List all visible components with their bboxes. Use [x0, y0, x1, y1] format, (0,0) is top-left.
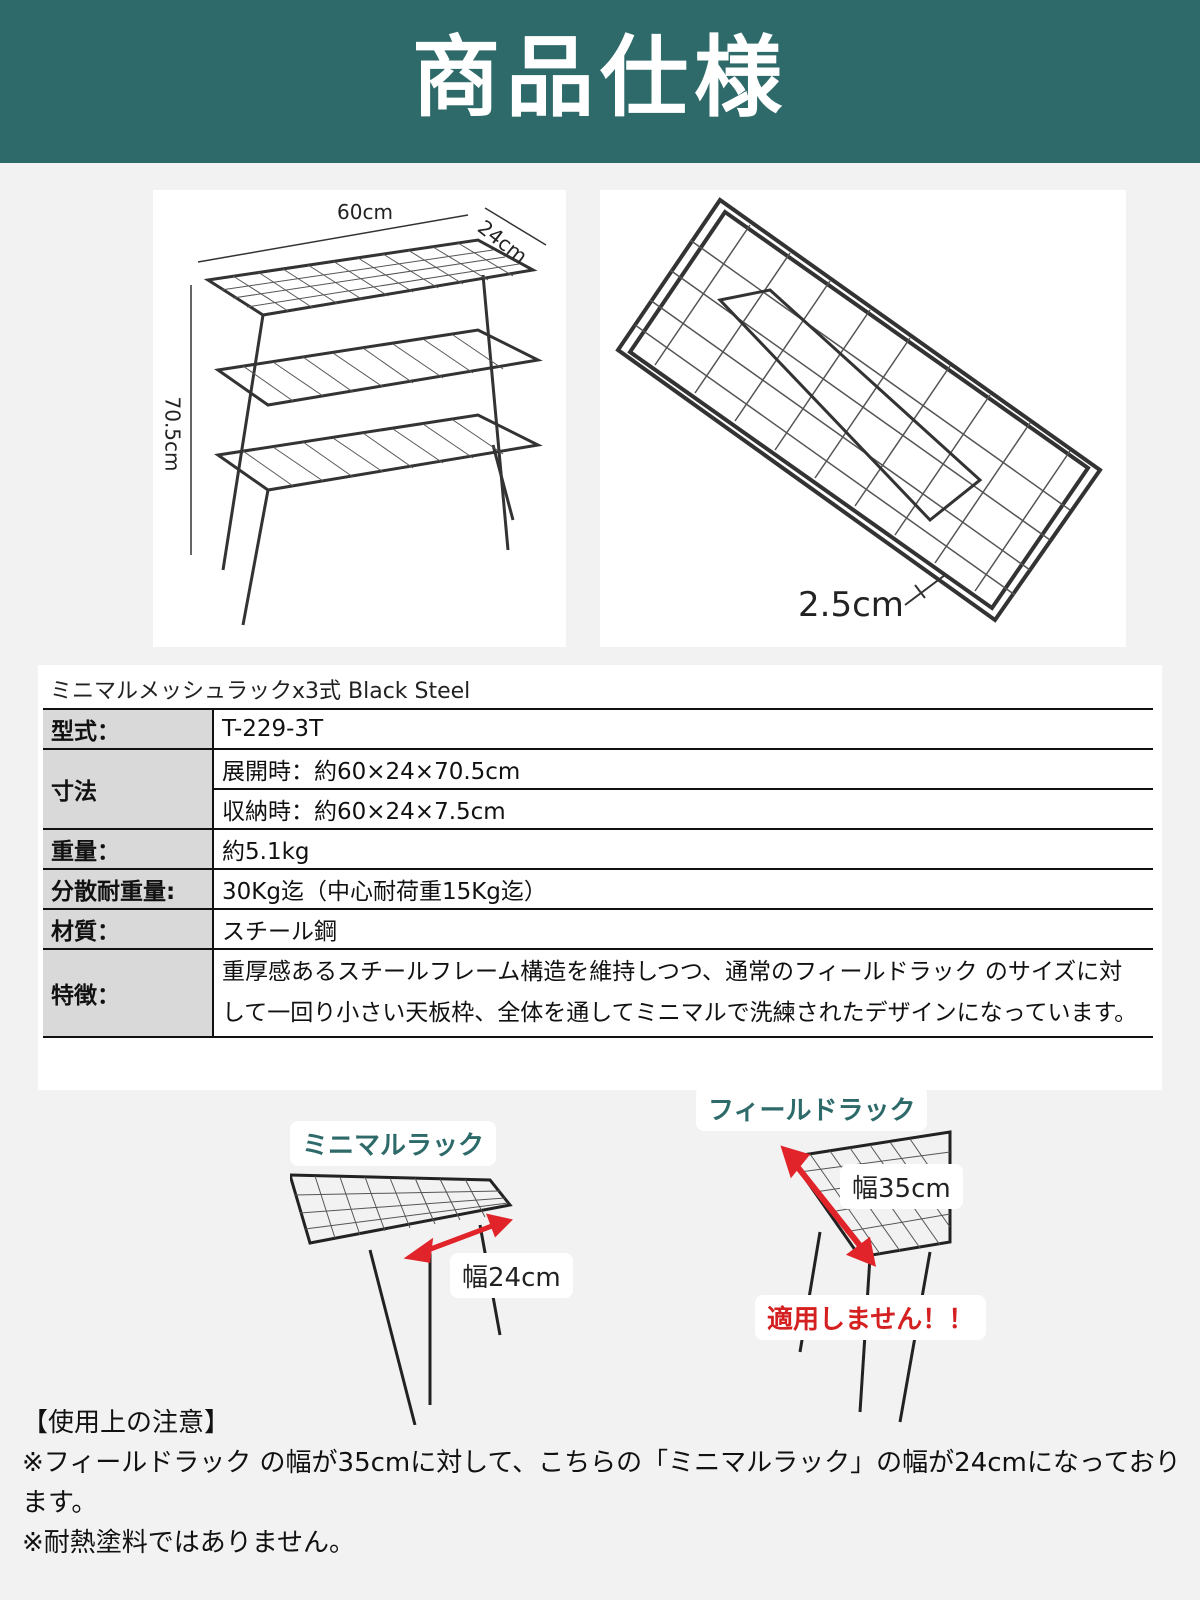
field-rack-width-label: 幅35cm: [840, 1164, 963, 1209]
spec-value: 重厚感あるスチールフレーム構造を維持しつつ、通常のフィールドラック のサイズに対…: [213, 948, 1153, 1038]
table-row: 収納時：約60×24×7.5cm: [43, 788, 1153, 830]
spec-key: 寸法: [43, 748, 214, 830]
field-rack-comparison: フィールドラック 幅35cm 適用しません！！: [696, 1086, 1000, 1427]
field-rack-illustration: [780, 1130, 952, 1423]
header-banner: 商品仕様: [0, 0, 1200, 163]
notes-heading: 【使用上の注意】: [22, 1408, 231, 1438]
spec-table: 型式： T-229-3T 寸法 展開時：約60×24×70.5cm 収納時：約6…: [43, 708, 1153, 1038]
table-row: 寸法 展開時：約60×24×70.5cm: [43, 748, 1153, 830]
folded-rack-illustration: [615, 197, 1103, 623]
spec-key: 材質：: [43, 908, 214, 950]
width-dimension-label: 60cm: [337, 200, 393, 224]
product-name: ミニマルメッシュラックx3式 Black Steel: [50, 679, 471, 704]
spec-table-panel: ミニマルメッシュラックx3式 Black Steel 型式： T-229-3T …: [38, 665, 1162, 1090]
minimal-rack-tag: ミニマルラック: [290, 1121, 497, 1166]
table-row: 重量： 約5.1kg: [43, 828, 1153, 870]
rack-illustration: [190, 207, 547, 626]
spec-key: 型式：: [43, 708, 214, 750]
spec-value: 展開時：約60×24×70.5cm: [213, 748, 1153, 790]
rack-dimensions-photo: 60cm 24cm 70.5cm: [153, 190, 566, 647]
minimal-rack-width-label: 幅24cm: [450, 1253, 573, 1298]
spec-key: 分散耐重量:: [43, 868, 214, 910]
table-row: 特徴： 重厚感あるスチールフレーム構造を維持しつつ、通常のフィールドラック のサ…: [43, 948, 1153, 1038]
spec-key: 特徴：: [43, 948, 214, 1038]
spec-value: スチール鋼: [213, 908, 1153, 950]
page-title: 商品仕様: [411, 26, 788, 129]
spec-key: 重量：: [43, 828, 214, 870]
minimal-rack-illustration: [287, 1173, 513, 1426]
thickness-dimension-label: 2.5cm: [798, 585, 904, 625]
spec-value: 約5.1kg: [213, 828, 1153, 870]
folded-rack-photo: 2.5cm: [600, 190, 1126, 647]
spec-value: 収納時：約60×24×7.5cm: [213, 788, 1153, 830]
note-line: ※フィールドラック の幅が35cmに対して、こちらの「ミニマルラック」の幅が24…: [22, 1448, 1181, 1518]
height-dimension-label: 70.5cm: [160, 396, 185, 472]
table-row: 型式： T-229-3T: [43, 708, 1153, 750]
note-line: ※耐熱塗料ではありません。: [22, 1528, 356, 1558]
spec-value: T-229-3T: [213, 708, 1153, 750]
field-rack-tag: フィールドラック: [696, 1086, 928, 1131]
usage-notes: 【使用上の注意】 ※フィールドラック の幅が35cmに対して、こちらの「ミニマル…: [22, 1403, 1192, 1563]
table-row: 分散耐重量: 30Kg迄（中心耐荷重15Kg迄）: [43, 868, 1153, 910]
spec-value: 30Kg迄（中心耐荷重15Kg迄）: [213, 868, 1153, 910]
table-row: 材質： スチール鋼: [43, 908, 1153, 950]
not-compatible-label: 適用しません！！: [755, 1295, 987, 1340]
minimal-rack-comparison: ミニマルラック 幅24cm: [287, 1121, 590, 1426]
